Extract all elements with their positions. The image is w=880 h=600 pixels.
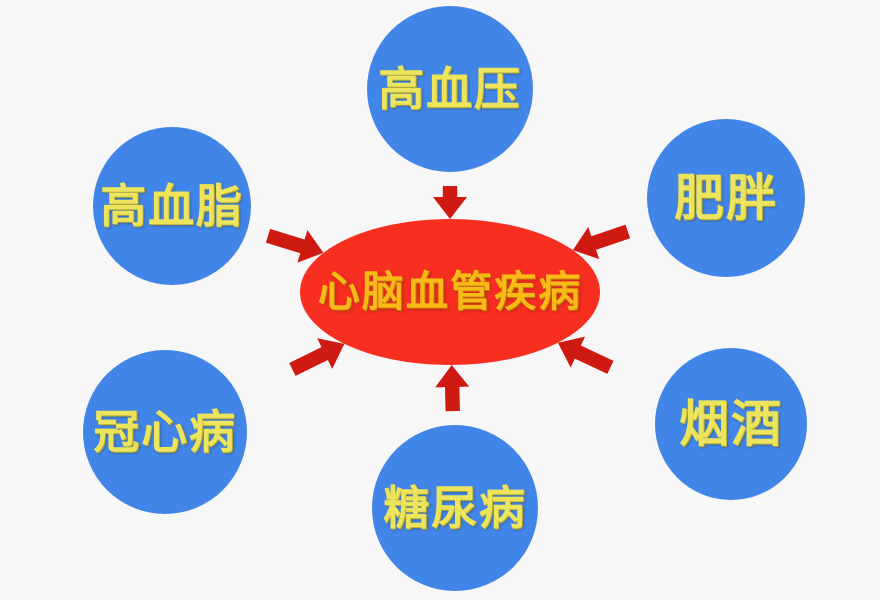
- node-obesity[interactable]: 肥胖: [647, 119, 805, 277]
- arrow-top: [433, 186, 467, 219]
- node-smoking-and-alcohol[interactable]: 烟酒: [655, 348, 807, 500]
- node-label-coronary-heart-disease: 冠心病: [93, 405, 237, 459]
- node-label-hyperlipidemia: 高血脂: [100, 179, 244, 233]
- node-label-obesity: 肥胖: [674, 169, 778, 227]
- node-hypertension[interactable]: 高血压: [367, 6, 533, 172]
- node-label-diabetes: 糖尿病: [383, 481, 527, 535]
- node-label-smoking-and-alcohol: 烟酒: [679, 395, 783, 453]
- center-node-cardiovascular-disease[interactable]: 心脑血管疾病: [300, 219, 600, 365]
- node-hyperlipidemia[interactable]: 高血脂: [93, 127, 251, 285]
- center-node-label: 心脑血管疾病: [317, 267, 583, 316]
- arrow-bottom: [435, 365, 470, 412]
- node-coronary-heart-disease[interactable]: 冠心病: [83, 350, 247, 514]
- node-label-hypertension: 高血压: [378, 62, 522, 116]
- node-diabetes[interactable]: 糖尿病: [372, 425, 538, 591]
